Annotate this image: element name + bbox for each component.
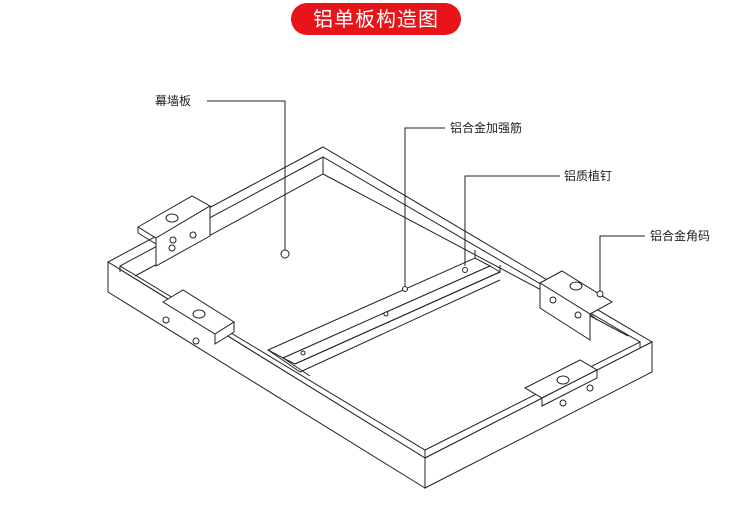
corner-bracket-bottom-right <box>523 359 599 407</box>
corner-bracket-right <box>539 270 613 341</box>
svg-text:铝合金加强筋: 铝合金加强筋 <box>450 120 522 135</box>
stud-icon <box>462 267 468 273</box>
corner-bracket-left <box>162 289 235 345</box>
stud-icon <box>300 350 306 356</box>
leader-corner-bracket: 铝合金角码 <box>599 228 710 291</box>
stud-icon <box>383 311 389 317</box>
stiffener-rib <box>266 250 502 377</box>
leader-curtain-panel: 幕墙板 <box>155 94 290 259</box>
diagram-title: 铝单板构造图 <box>291 3 461 35</box>
svg-text:幕墙板: 幕墙板 <box>155 94 191 108</box>
leader-stud: 铝质植钉 <box>464 168 612 266</box>
svg-text:铝质植钉: 铝质植钉 <box>564 168 612 183</box>
corner-bracket-top-left <box>137 195 212 267</box>
leader-stiffener: 铝合金加强筋 <box>402 120 522 292</box>
svg-text:铝合金角码: 铝合金角码 <box>650 228 710 243</box>
